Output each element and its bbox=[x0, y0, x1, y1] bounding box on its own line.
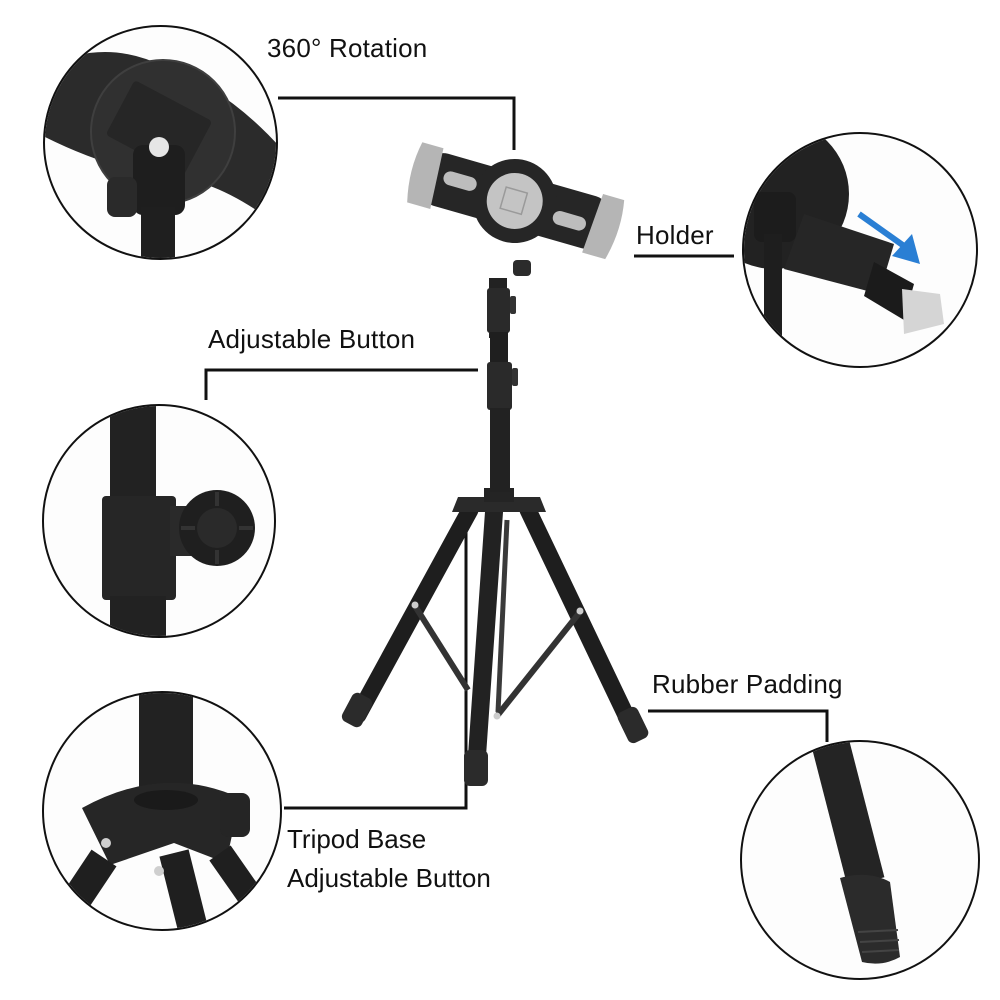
callout-circle-tripod-base bbox=[42, 691, 282, 931]
callout-circle-holder bbox=[742, 132, 978, 368]
connector-rubber-padding bbox=[648, 709, 829, 742]
connector-adjustable-button bbox=[204, 368, 478, 400]
slide-arrow-icon bbox=[857, 211, 906, 249]
callout-circle-adjustable-button bbox=[42, 404, 276, 638]
rotation-detail-image bbox=[45, 52, 276, 258]
label-360-rotation: 360° Rotation bbox=[267, 33, 428, 63]
rubber-padding-detail-image bbox=[811, 742, 900, 964]
label-adjustable-button: Adjustable Button bbox=[208, 324, 416, 354]
connector-tripod-base bbox=[284, 510, 468, 810]
adjustable-button-detail-image bbox=[102, 406, 255, 636]
callout-circle-rotation bbox=[43, 25, 278, 260]
tripod-base-detail-image bbox=[44, 693, 280, 929]
label-rubber-padding: Rubber Padding bbox=[652, 669, 843, 699]
callout-circle-rubber-padding bbox=[740, 740, 980, 980]
tripod-hub bbox=[452, 497, 546, 512]
label-tripod-base-adjustable-button: Adjustable Button bbox=[287, 863, 491, 893]
holder-detail-image bbox=[744, 134, 944, 366]
telescopic-pole bbox=[487, 278, 518, 492]
tripod-legs bbox=[341, 501, 649, 786]
label-tripod-base: Tripod Base bbox=[287, 824, 427, 854]
connector-lines bbox=[204, 96, 829, 810]
tablet-holder bbox=[407, 142, 625, 276]
connector-rotation bbox=[278, 96, 516, 150]
label-holder: Holder bbox=[636, 220, 714, 250]
